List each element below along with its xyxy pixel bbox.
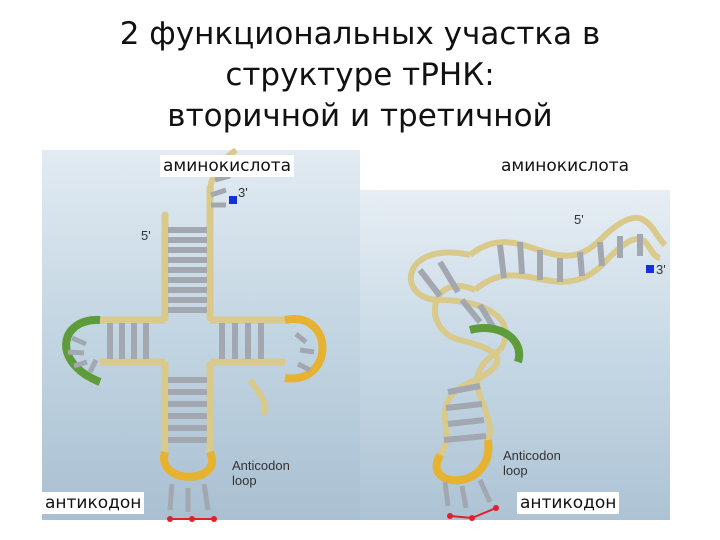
loop-label-line1-secondary: Anticodon xyxy=(232,458,290,473)
title-line-2: структуре тРНК: xyxy=(225,57,495,93)
three-prime-marker xyxy=(229,196,237,204)
anticodon-arm xyxy=(160,362,217,522)
acceptor-helix xyxy=(468,214,668,293)
anticodon-helix xyxy=(432,347,502,521)
three-prime-marker-tertiary xyxy=(646,265,654,273)
d-loop-tertiary xyxy=(468,324,524,364)
title-line-3: вторичной и третичной xyxy=(167,98,553,134)
three-prime-label-secondary: 3' xyxy=(238,185,248,200)
anticodon-loop-tertiary xyxy=(432,439,493,485)
anticodon-loop xyxy=(160,450,217,481)
slide-title: 2 функциональных участка в структуре тРН… xyxy=(0,14,720,137)
amino-acid-label-secondary: аминокислота xyxy=(160,155,295,177)
five-prime-label-secondary: 5' xyxy=(141,228,151,243)
secondary-structure-panel xyxy=(42,147,360,522)
anticodon-markers xyxy=(167,516,217,522)
anticodon-label-secondary: антикодон xyxy=(42,492,145,514)
elbow-region xyxy=(407,249,524,381)
secondary-background xyxy=(42,150,360,520)
t-loop xyxy=(284,315,327,383)
title-line-1: 2 функциональных участка в xyxy=(119,16,601,52)
tertiary-structure-panel xyxy=(360,190,670,521)
amino-acid-label-tertiary: аминокислота xyxy=(498,155,633,177)
d-arm xyxy=(62,315,165,386)
loop-label-line1-tertiary: Anticodon xyxy=(503,448,561,463)
anticodon-markers-tertiary xyxy=(447,505,499,521)
loop-label-line2-tertiary: loop xyxy=(503,463,528,478)
d-loop xyxy=(62,315,102,386)
loop-label-line2-secondary: loop xyxy=(232,473,257,488)
acceptor-stem xyxy=(161,147,238,322)
anticodon-label-tertiary: антикодон xyxy=(517,492,620,514)
t-arm xyxy=(210,315,327,417)
variable-loop xyxy=(247,378,269,417)
five-prime-label-tertiary: 5' xyxy=(574,212,584,227)
three-prime-label-tertiary: 3' xyxy=(656,262,666,277)
